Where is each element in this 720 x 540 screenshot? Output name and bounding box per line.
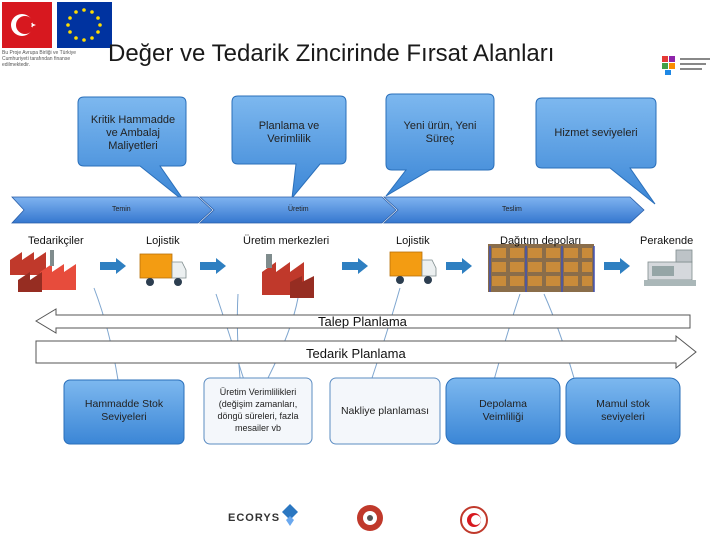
phase-chevrons bbox=[11, 196, 645, 224]
box-1-line-2: Seviyeleri bbox=[101, 411, 147, 423]
connector-lines bbox=[93, 287, 575, 381]
bubble-4-line-1: Hizmet seviyeleri bbox=[554, 127, 638, 139]
production-factory-icon bbox=[262, 254, 314, 298]
bottom-box-4 bbox=[445, 377, 561, 445]
cash-register-icon bbox=[644, 249, 696, 286]
phase-label-uretim: Üretim bbox=[288, 206, 309, 213]
stage-flow-arrows bbox=[100, 258, 630, 274]
phase-label-teslim: Teslim bbox=[502, 206, 522, 213]
box-5-line-2: seviyeleri bbox=[601, 411, 645, 423]
bubble-1-line-3: Maliyetleri bbox=[108, 140, 158, 152]
box-4-line-2: Veimliliği bbox=[482, 411, 524, 423]
ecorys-logo-text: ECORYS bbox=[228, 512, 281, 524]
box-3-line-1: Nakliye planlaması bbox=[340, 405, 430, 417]
stage-label-distribution: Dağıtım depoları bbox=[500, 235, 582, 247]
stage-label-logistics-2: Lojistik bbox=[396, 235, 430, 247]
bottom-box-text-5: Mamul stok seviyeleri bbox=[566, 398, 680, 424]
callout-bubble-4 bbox=[535, 97, 657, 205]
bottom-box-text-4: Depolama Veimliliği bbox=[446, 398, 560, 424]
bottom-box-5 bbox=[565, 377, 681, 445]
bottom-box-3 bbox=[329, 377, 441, 445]
bottom-box-text-3: Nakliye planlaması bbox=[330, 405, 440, 418]
box-2-line-3: döngü süreleri, fazla bbox=[217, 411, 299, 421]
ecorys-logo-icon bbox=[282, 504, 298, 526]
bubble-text-1: Kritik Hammadde ve Ambalaj Maliyetleri bbox=[80, 114, 186, 153]
box-2-line-2: (değişim zamanları, bbox=[218, 399, 298, 409]
bubble-1-line-2: ve Ambalaj bbox=[106, 127, 160, 139]
box-2-line-1: Üretim Verimlilikleri bbox=[219, 387, 297, 397]
bubble-2-line-2: Verimlilik bbox=[267, 133, 311, 145]
eu-flag-icon bbox=[57, 2, 112, 48]
bubble-text-4: Hizmet seviyeleri bbox=[536, 127, 656, 140]
box-2-line-4: mesailer vb bbox=[234, 423, 281, 433]
bottom-box-text-1: Hammadde Stok Seviyeleri bbox=[64, 398, 184, 424]
supply-planning-label: Tedarik Planlama bbox=[306, 346, 406, 361]
partner-logo-icon bbox=[662, 56, 710, 75]
gear-logo-icon bbox=[357, 505, 383, 531]
warehouse-racks-icon bbox=[488, 244, 595, 292]
stage-label-suppliers: Tedarikçiler bbox=[28, 235, 84, 247]
bubble-1-line-1: Kritik Hammadde bbox=[90, 114, 176, 126]
bubble-2-line-1: Planlama ve bbox=[258, 120, 320, 132]
callout-bubble-2 bbox=[231, 95, 347, 200]
bubble-text-2: Planlama ve Verimlilik bbox=[234, 120, 344, 146]
bubble-3-line-2: Süreç bbox=[425, 133, 455, 145]
truck-icon bbox=[139, 253, 187, 286]
stage-label-logistics-1: Lojistik bbox=[146, 235, 180, 247]
ministry-seal-icon bbox=[460, 506, 488, 534]
demand-planning-arrow bbox=[35, 308, 691, 334]
page-title: Değer ve Tedarik Zincirinde Fırsat Alanl… bbox=[108, 40, 555, 67]
stage-label-retail: Perakende bbox=[640, 235, 694, 247]
callout-bubble-1 bbox=[77, 96, 187, 203]
supplier-factory-icon bbox=[10, 250, 76, 292]
stage-label-production: Üretim merkezleri bbox=[243, 235, 330, 247]
box-5-line-1: Mamul stok bbox=[596, 398, 650, 410]
funding-note: Bu Proje Avrupa Birliği ve Türkiye Cumhu… bbox=[2, 50, 77, 68]
funding-logos bbox=[2, 2, 112, 48]
bottom-box-1 bbox=[63, 379, 185, 445]
bubble-3-line-1: Yeni ürün, Yeni bbox=[403, 120, 477, 132]
bubble-text-3: Yeni ürün, Yeni Süreç bbox=[386, 120, 494, 146]
bottom-box-2 bbox=[203, 377, 313, 445]
box-4-line-1: Depolama bbox=[479, 398, 527, 410]
box-1-line-1: Hammadde Stok bbox=[84, 398, 164, 410]
supply-planning-arrow bbox=[35, 334, 697, 370]
turkey-flag-icon bbox=[2, 2, 52, 48]
callout-bubble-3 bbox=[385, 93, 495, 197]
phase-label-temin: Temin bbox=[112, 206, 131, 213]
truck-icon-2 bbox=[389, 251, 437, 284]
bottom-box-text-2: Üretim Verimlilikleri (değişim zamanları… bbox=[204, 386, 312, 434]
demand-planning-label: Talep Planlama bbox=[318, 314, 407, 329]
